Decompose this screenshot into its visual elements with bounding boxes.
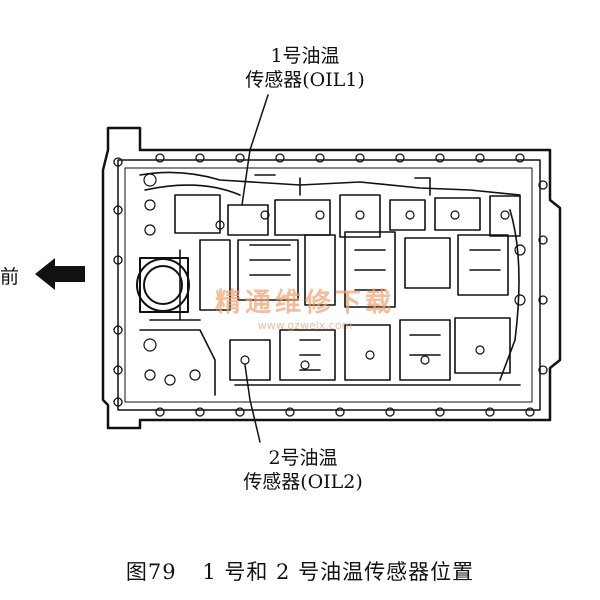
- oil2-label-line2: 传感器(OIL2): [243, 471, 363, 493]
- watermark: 精通维修下载 www.gzweix.com: [195, 282, 415, 332]
- figure-number: 图79: [125, 560, 177, 584]
- front-arrow-icon: [35, 258, 85, 290]
- oil-pan-outline: [101, 126, 562, 430]
- watermark-url: www.gzweix.com: [257, 319, 353, 332]
- figure-title: 1 号和 2 号油温传感器位置: [202, 560, 475, 584]
- perimeter-bolts: [113, 153, 548, 417]
- watermark-text: 精通维修下载: [214, 288, 395, 318]
- oil1-sensor-label: 1号油温 传感器(OIL1): [230, 44, 380, 92]
- oil2-leader-line: [244, 364, 261, 443]
- oil1-leader-line: [241, 94, 269, 206]
- oil1-label-line2: 传感器(OIL1): [245, 69, 365, 91]
- oil2-label-line1: 2号油温: [268, 447, 338, 469]
- figure-caption: 图79 1 号和 2 号油温传感器位置: [0, 556, 600, 586]
- oil2-sensor-label: 2号油温 传感器(OIL2): [218, 446, 388, 494]
- oil1-label-line1: 1号油温: [270, 45, 340, 67]
- front-direction-label: 前: [0, 266, 20, 288]
- valve-body: [139, 171, 521, 396]
- filter-port: [136, 257, 190, 313]
- internal-bolts: [143, 173, 526, 386]
